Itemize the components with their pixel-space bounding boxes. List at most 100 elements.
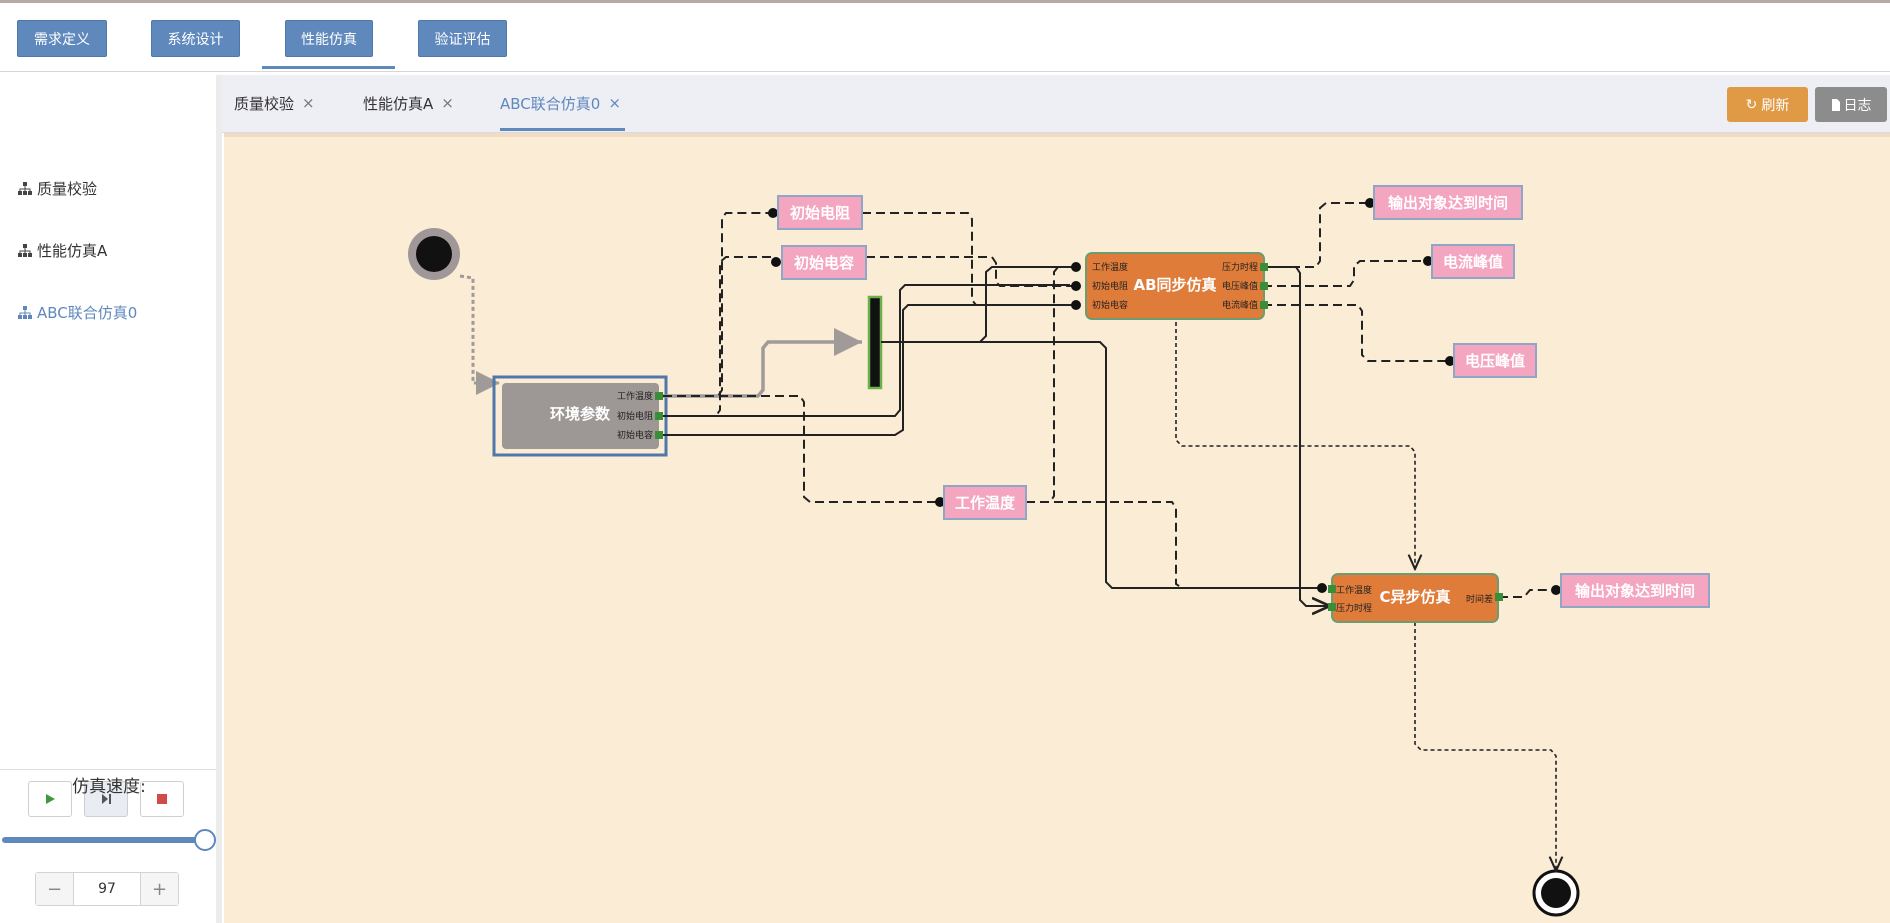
env-to-bar-link	[663, 328, 862, 398]
link	[663, 304, 1072, 436]
close-icon[interactable]: ×	[302, 94, 315, 112]
stop-button[interactable]	[140, 781, 184, 817]
port-label: 时间差	[1466, 593, 1493, 605]
port-label: 初始电阻	[617, 410, 653, 422]
dashed-link	[1026, 266, 1076, 503]
svg-text:初始电容: 初始电容	[794, 254, 854, 272]
canvas-top-border	[224, 133, 1890, 137]
play-button[interactable]	[28, 781, 72, 817]
play-icon	[46, 794, 55, 804]
start-node[interactable]	[408, 228, 460, 280]
top-stage-bar: 需求定义 系统设计 性能仿真 验证评估	[0, 0, 1890, 72]
stage-button-verification[interactable]: 验证评估	[418, 20, 507, 57]
env-params-block[interactable]: 环境参数 工作温度 初始电阻 初始电容	[492, 375, 668, 457]
speed-value-input[interactable]: 97	[73, 873, 141, 905]
node-initial-resistance[interactable]: 初始电阻	[777, 195, 863, 230]
sidebar-item-abc-cosim[interactable]: ABC联合仿真0	[18, 300, 137, 324]
dashed-link	[862, 212, 1076, 306]
dashed-link	[1263, 202, 1370, 268]
start-link	[459, 274, 500, 395]
block-label: AB同步仿真	[1133, 276, 1216, 294]
active-tab-indicator	[500, 128, 625, 131]
refresh-label: 刷新	[1761, 97, 1790, 114]
close-icon[interactable]: ×	[441, 94, 454, 112]
sidebar: 质量校验 性能仿真A ABC联合仿真0 仿真速度: − 97 +	[0, 75, 218, 923]
port-label: 工作温度	[617, 390, 653, 402]
ab-sync-sim-block[interactable]: AB同步仿真 工作温度 初始电阻 初始电容 压力时程 电压峰值 电流峰值	[1085, 252, 1268, 320]
tab-label: 性能仿真A	[363, 94, 434, 113]
log-button[interactable]: 日志	[1815, 87, 1887, 122]
sitemap-icon	[18, 181, 32, 195]
sidebar-item-quality-check[interactable]: 质量校验	[18, 176, 97, 200]
svg-text:输出对象达到时间: 输出对象达到时间	[1575, 582, 1695, 600]
tab-bar: 质量校验 × 性能仿真A × ABC联合仿真0 ×	[222, 75, 1890, 133]
sync-bar[interactable]	[867, 295, 883, 390]
tab-label: 质量校验	[234, 94, 295, 113]
dashed-link	[663, 212, 773, 397]
active-stage-indicator	[262, 66, 395, 69]
port-label: 压力时程	[1336, 602, 1372, 614]
refresh-icon: ↻	[1745, 96, 1758, 113]
tab-label: ABC联合仿真0	[500, 94, 601, 113]
block-label: 环境参数	[550, 405, 611, 423]
sidebar-item-label: 性能仿真A	[37, 241, 108, 260]
end-node[interactable]	[1532, 869, 1580, 917]
node-output-time-1[interactable]: 输出对象达到时间	[1373, 185, 1523, 220]
dashed-link	[1499, 589, 1556, 598]
sidebar-item-label: 质量校验	[37, 179, 98, 198]
tab-quality-check[interactable]: 质量校验 ×	[234, 75, 315, 131]
tab-performance-sim-a[interactable]: 性能仿真A ×	[363, 75, 454, 131]
speed-slider-track[interactable]	[2, 837, 204, 843]
svg-text:电流峰值: 电流峰值	[1443, 253, 1503, 271]
dashed-link	[1263, 304, 1450, 362]
increment-button[interactable]: +	[141, 873, 178, 905]
speed-slider-thumb[interactable]	[194, 829, 216, 851]
port-label: 电压峰值	[1222, 280, 1258, 292]
step-button[interactable]	[84, 781, 128, 817]
tab-abc-cosim[interactable]: ABC联合仿真0 ×	[500, 75, 621, 131]
step-forward-icon	[102, 794, 111, 804]
c-async-sim-block[interactable]: C异步仿真 工作温度 压力时程 时间差	[1328, 573, 1503, 623]
sitemap-icon	[18, 305, 32, 319]
sidebar-item-performance-sim-a[interactable]: 性能仿真A	[18, 238, 107, 262]
port-label: 压力时程	[1222, 261, 1258, 273]
node-initial-capacitance[interactable]: 初始电容	[781, 245, 867, 280]
document-icon	[1831, 98, 1840, 111]
diagram-canvas[interactable]	[224, 133, 1890, 923]
node-voltage-peak[interactable]: 电压峰值	[1453, 343, 1537, 378]
port-label: 初始电阻	[1092, 280, 1128, 292]
dotted-link	[1414, 622, 1556, 871]
stage-button-system-design[interactable]: 系统设计	[151, 20, 240, 57]
link	[881, 341, 1318, 589]
decrement-button[interactable]: −	[36, 873, 73, 905]
svg-text:工作温度: 工作温度	[955, 494, 1016, 512]
node-current-peak[interactable]: 电流峰值	[1431, 244, 1515, 279]
node-output-time-2[interactable]: 输出对象达到时间	[1560, 573, 1710, 608]
dashed-link	[866, 256, 1076, 287]
log-label: 日志	[1843, 97, 1872, 114]
sidebar-scrollbar[interactable]	[216, 75, 222, 923]
link	[1263, 266, 1330, 606]
svg-text:输出对象达到时间: 输出对象达到时间	[1388, 194, 1508, 212]
port-label: 工作温度	[1092, 261, 1128, 273]
refresh-button[interactable]: ↻ 刷新	[1727, 87, 1808, 122]
sidebar-item-label: ABC联合仿真0	[37, 303, 138, 322]
stage-button-performance-sim[interactable]: 性能仿真	[285, 20, 373, 57]
sitemap-icon	[18, 243, 32, 257]
stage-button-requirements[interactable]: 需求定义	[17, 20, 107, 57]
close-icon[interactable]: ×	[608, 94, 621, 112]
port-label: 初始电容	[1092, 299, 1128, 311]
speed-stepper: − 97 +	[35, 872, 179, 906]
dashed-link	[1026, 501, 1318, 589]
dashed-link	[1263, 260, 1428, 287]
speed-label: 仿真速度:	[72, 777, 146, 797]
link	[663, 284, 1070, 417]
dashed-link	[663, 395, 940, 503]
dashed-link	[663, 256, 776, 417]
port-label: 电流峰值	[1222, 299, 1258, 311]
dotted-link	[1175, 322, 1415, 569]
stop-icon	[157, 794, 167, 804]
svg-text:初始电阻: 初始电阻	[790, 204, 850, 222]
node-work-temperature[interactable]: 工作温度	[943, 485, 1027, 520]
